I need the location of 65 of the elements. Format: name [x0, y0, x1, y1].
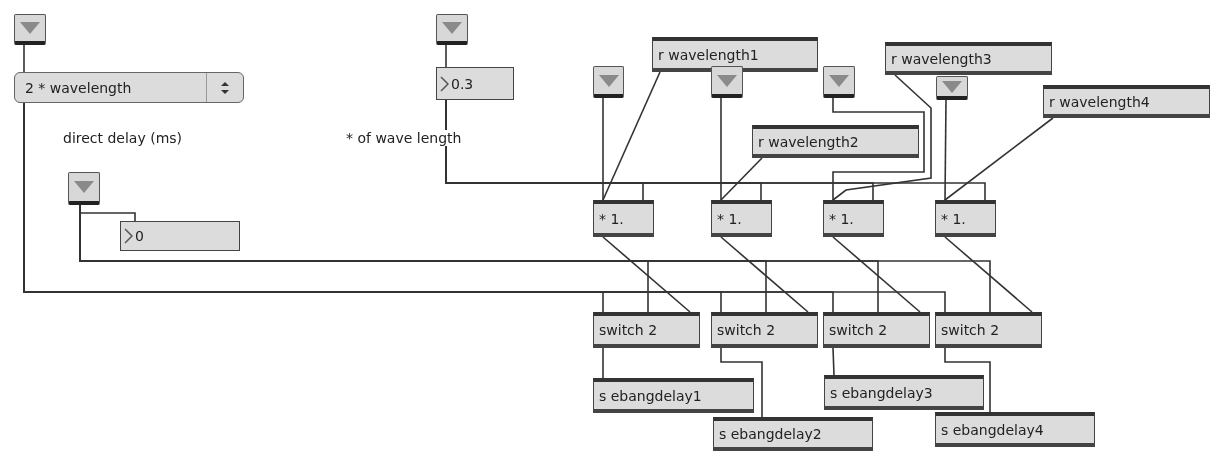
object-label: switch 2	[829, 323, 888, 337]
object-label: s ebangdelay2	[719, 427, 822, 441]
object-box	[823, 312, 930, 348]
number-box	[436, 67, 514, 100]
object-label: switch 2	[717, 323, 776, 337]
object-label: * 1.	[941, 211, 966, 226]
patch-cord	[720, 157, 763, 201]
patch-cord	[832, 236, 921, 313]
object-box	[652, 37, 818, 72]
patch-cord	[832, 74, 932, 201]
object-label: * 1.	[599, 211, 624, 226]
patch-cord	[720, 347, 763, 418]
inlet-box	[436, 14, 468, 45]
patch-cord	[944, 117, 1054, 201]
object-box	[752, 125, 919, 158]
patch-cord	[944, 236, 1033, 313]
object-box	[1043, 85, 1210, 118]
object-label: s ebangdelay4	[941, 422, 1044, 437]
inlet-box	[68, 172, 100, 205]
object-box	[824, 375, 984, 410]
inlet-box	[14, 14, 46, 45]
comment-label: * of wave length	[345, 130, 463, 146]
patch-cord	[602, 97, 604, 201]
object-box	[885, 42, 1052, 75]
object-label: switch 2	[599, 323, 658, 337]
number-box	[120, 221, 240, 251]
number-value: 0	[135, 229, 144, 243]
menu-label: 2 * wavelength	[25, 80, 132, 95]
patch-cord	[720, 97, 722, 201]
object-box	[593, 200, 654, 237]
patch-cord	[944, 347, 991, 413]
object-box	[935, 200, 996, 237]
patch-cord	[602, 71, 661, 201]
object-label: switch 2	[941, 323, 1000, 337]
object-box	[593, 312, 700, 348]
object-box	[823, 200, 884, 237]
patch-cord	[720, 236, 809, 313]
object-label: * 1.	[829, 211, 854, 226]
number-value: 0.3	[451, 76, 474, 91]
object-label: r wavelength1	[658, 47, 759, 62]
patch-cord	[832, 347, 835, 376]
inlet-box	[823, 66, 855, 98]
object-box	[711, 312, 818, 348]
patch-cord	[23, 44, 25, 73]
object-label: r wavelength3	[891, 51, 992, 66]
comment-label: direct delay (ms)	[62, 130, 184, 146]
object-box	[713, 417, 873, 451]
object-box	[935, 312, 1042, 348]
inlet-box	[936, 76, 968, 100]
object-box	[935, 412, 1095, 447]
dropdown-menu	[14, 72, 244, 103]
object-box	[593, 378, 754, 413]
object-label: r wavelength2	[758, 134, 859, 149]
object-label: s ebangdelay1	[599, 388, 702, 403]
patch-cord	[602, 236, 691, 313]
inlet-box	[711, 66, 743, 98]
patch-cord	[602, 347, 604, 379]
object-box	[711, 200, 772, 237]
inlet-box	[593, 66, 624, 98]
patch-cord	[445, 44, 447, 68]
object-label: r wavelength4	[1049, 94, 1150, 109]
object-label: * 1.	[717, 211, 742, 226]
patch-cord	[944, 99, 947, 201]
object-label: s ebangdelay3	[830, 385, 933, 400]
patch-cord	[832, 97, 925, 201]
